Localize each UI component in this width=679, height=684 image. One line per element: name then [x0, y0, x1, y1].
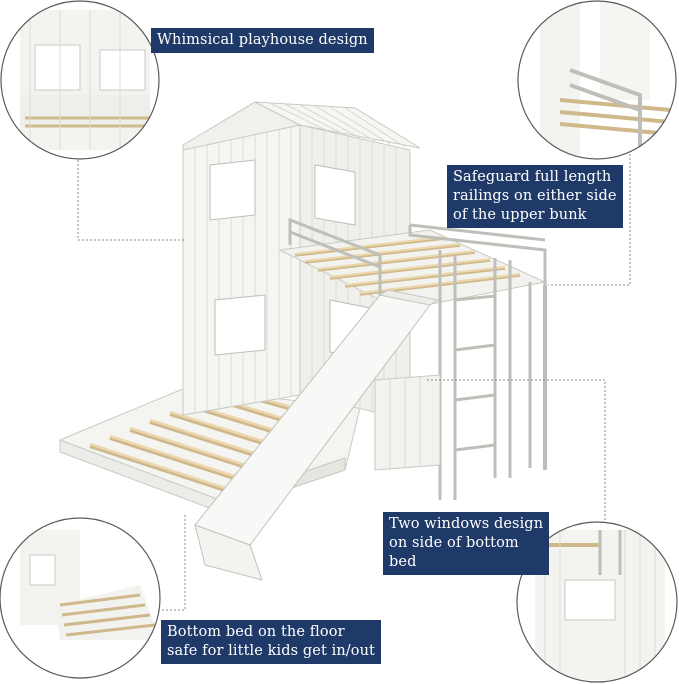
- callout-windows-line-1: Two windows design: [389, 516, 544, 532]
- upper-railing-detail: [517, 0, 677, 160]
- window-detail: [516, 521, 678, 683]
- main-bed: [59, 101, 547, 581]
- callout-railings-line-2: railings on either side: [453, 188, 617, 204]
- callout-floor-bed-line-2: safe for little kids get in/out: [167, 643, 375, 659]
- callout-railings-line-1: Safeguard full length: [453, 169, 612, 185]
- callout-floor-bed: Bottom bed on the floor safe for little …: [161, 620, 381, 664]
- leader-lines: [77, 150, 631, 611]
- callout-railings: Safeguard full length railings on either…: [447, 165, 623, 228]
- callout-windows-line-2: on side of bottom: [389, 535, 519, 551]
- floor-bed-detail: [0, 517, 161, 679]
- callout-playhouse: Whimsical playhouse design: [151, 28, 374, 53]
- callout-floor-bed-line-1: Bottom bed on the floor: [167, 624, 345, 640]
- callout-playhouse-line-1: Whimsical playhouse design: [157, 32, 368, 48]
- callout-windows-line-3: bed: [389, 554, 417, 570]
- callout-railings-line-3: of the upper bunk: [453, 207, 587, 223]
- callout-windows: Two windows design on side of bottom bed: [383, 512, 550, 575]
- playhouse-roof-detail: [0, 0, 160, 160]
